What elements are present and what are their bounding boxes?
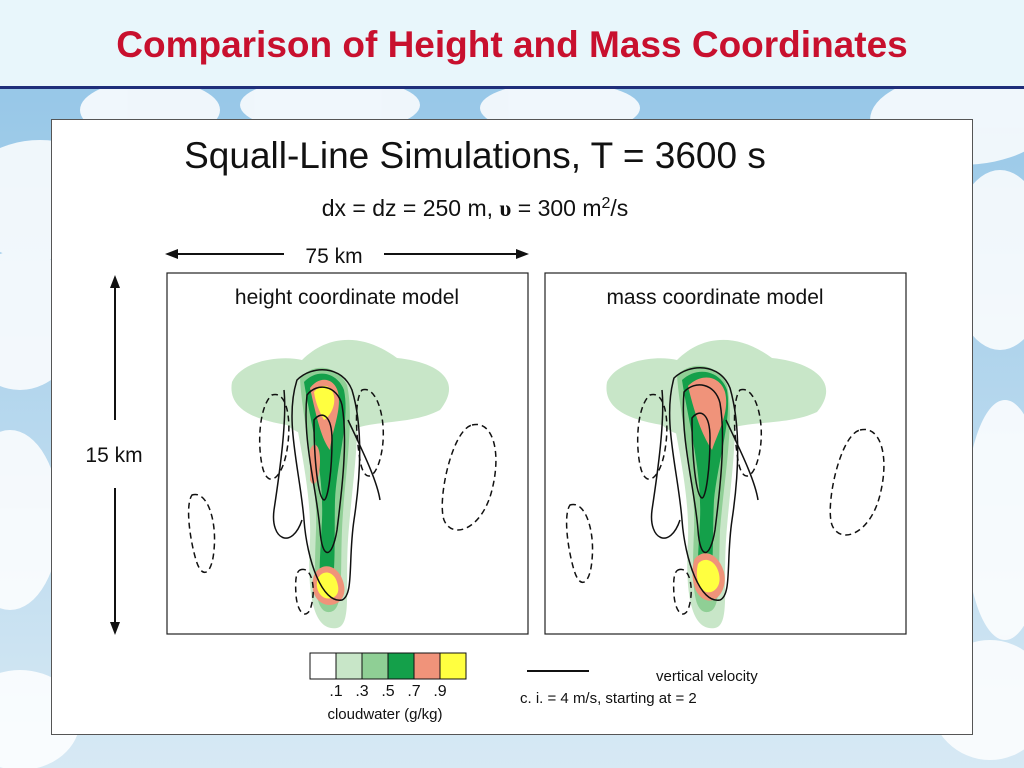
- colorbar-swatch: [413, 652, 441, 680]
- colorbar-tick-label: .9: [433, 683, 446, 700]
- width-scale-arrow: [165, 249, 529, 259]
- subtitle-suffix: /s: [610, 195, 628, 221]
- figure-subtitle: dx = dz = 250 m, υ = 300 m2/s: [322, 195, 629, 221]
- colorbar-swatch: [335, 652, 363, 680]
- colorbar-swatch: [309, 652, 337, 680]
- cloudwater-contours: [231, 339, 450, 629]
- viscosity-symbol: υ: [499, 196, 511, 221]
- panel-label: mass coordinate model: [606, 286, 823, 309]
- legend-interval-label: c. i. = 4 m/s, starting at = 2: [520, 690, 697, 707]
- height-scale-label: 15 km: [85, 444, 142, 467]
- squall-line-diagram: Squall-Line Simulations, T = 3600 s dx =…: [85, 135, 907, 723]
- panel-height-coordinate: height coordinate model: [166, 272, 529, 635]
- cloudwater-contours: [606, 339, 827, 629]
- slide-title: Comparison of Height and Mass Coordinate…: [116, 24, 908, 65]
- negative-velocity-contours: [565, 388, 885, 615]
- cloudwater-colorbar: .1 .3 .5 .7 .9: [309, 652, 467, 700]
- colorbar-swatch: [439, 652, 467, 680]
- colorbar-tick-label: .5: [381, 683, 394, 700]
- colorbar-swatch: [387, 652, 415, 680]
- colorbar-tick-label: .3: [355, 683, 368, 700]
- width-scale-label: 75 km: [305, 245, 362, 268]
- height-scale-arrow: [110, 275, 120, 635]
- colorbar-tick-label: .7: [407, 683, 420, 700]
- negative-velocity-contours: [187, 388, 497, 615]
- colorbar-tick-label: .1: [329, 683, 342, 700]
- velocity-contours: [650, 367, 759, 601]
- colorbar-label: cloudwater (g/kg): [327, 706, 442, 723]
- figure-panel: Squall-Line Simulations, T = 3600 s dx =…: [51, 119, 973, 735]
- subtitle-prefix: dx = dz = 250 m,: [322, 195, 500, 221]
- legend-line-label: vertical velocity: [656, 668, 758, 685]
- velocity-legend: vertical velocity c. i. = 4 m/s, startin…: [520, 668, 758, 707]
- figure-title: Squall-Line Simulations, T = 3600 s: [184, 135, 766, 176]
- panel-label: height coordinate model: [235, 286, 459, 309]
- velocity-contours: [272, 369, 381, 601]
- colorbar-swatch: [361, 652, 389, 680]
- panel-mass-coordinate: mass coordinate model: [544, 272, 907, 635]
- subtitle-mid: = 300 m: [511, 195, 601, 221]
- subtitle-sup: 2: [602, 195, 611, 212]
- title-bar: Comparison of Height and Mass Coordinate…: [0, 0, 1024, 89]
